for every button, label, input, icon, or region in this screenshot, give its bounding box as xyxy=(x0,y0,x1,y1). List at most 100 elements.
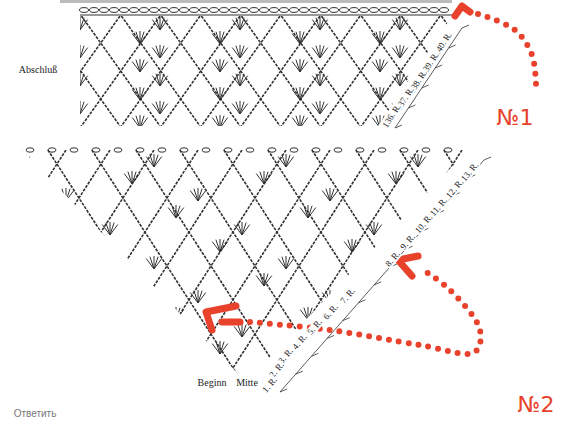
stitch-fan xyxy=(154,157,162,167)
chain-oval xyxy=(444,148,452,152)
stitch-fan xyxy=(374,225,382,235)
stitch-fan xyxy=(160,130,164,142)
stitch-fan xyxy=(154,359,158,371)
stitch-fan xyxy=(220,32,224,44)
stitch-fan xyxy=(502,325,506,337)
stitch-fan xyxy=(198,395,206,405)
stitch-fan xyxy=(460,115,461,128)
stitch-fan xyxy=(66,191,74,201)
stitch-fan xyxy=(84,342,88,354)
stitch-fan xyxy=(480,20,488,30)
stitch-fan xyxy=(320,102,324,114)
stitch-fan xyxy=(154,257,158,269)
stitch-fan xyxy=(320,46,324,58)
stitch-fan xyxy=(132,172,136,184)
stitch-fan xyxy=(176,206,180,218)
stitch-fan xyxy=(212,242,220,252)
chain-stitch xyxy=(201,16,280,126)
stitch-fan xyxy=(242,327,250,337)
stitch-fan xyxy=(132,62,140,72)
stitch-fan xyxy=(506,324,507,337)
stitch-fan xyxy=(292,118,300,128)
chain-oval xyxy=(356,148,364,152)
stitch-fan xyxy=(236,130,240,142)
stitch-fan xyxy=(452,62,460,72)
stitch-fan xyxy=(476,18,480,30)
stitch-fan xyxy=(304,206,308,218)
stitch-fan xyxy=(400,129,401,142)
stitch-fan xyxy=(22,155,26,167)
row-tick xyxy=(280,389,287,392)
stitch-fan xyxy=(400,48,408,58)
stitch-fan xyxy=(472,76,480,86)
stitch-fan xyxy=(460,60,464,72)
stitch-fan xyxy=(396,172,400,184)
chain-oval xyxy=(240,8,249,13)
stitch-fan xyxy=(480,130,484,142)
stitch-fan xyxy=(286,361,294,371)
stitch-fan xyxy=(380,60,384,72)
stitch-fan xyxy=(352,341,353,354)
stitch-fan xyxy=(44,308,48,320)
stitch-fan xyxy=(128,376,132,388)
stitch-fan xyxy=(154,259,162,269)
stitch-fan xyxy=(396,18,400,30)
chart-marks xyxy=(26,8,491,392)
stitch-fan xyxy=(18,257,22,269)
stitch-fan xyxy=(102,225,110,235)
stitch-fan xyxy=(300,310,308,320)
stitch-fan xyxy=(220,88,224,100)
stitch-fan xyxy=(312,132,320,142)
stitch-fan xyxy=(160,76,168,86)
chain-oval xyxy=(334,148,342,152)
stitch-fan xyxy=(136,88,140,100)
stitch-fan xyxy=(76,130,80,142)
stitch-fan xyxy=(352,240,356,252)
stitch-fan xyxy=(176,307,177,320)
stitch-fan xyxy=(296,60,300,72)
chain-oval xyxy=(120,8,129,13)
stitch-fan xyxy=(418,359,422,371)
chain-oval xyxy=(290,8,299,13)
chain-oval xyxy=(440,8,449,13)
stitch-fan xyxy=(220,342,224,354)
chain-stitch xyxy=(136,150,286,382)
stitch-fan xyxy=(156,130,160,142)
stitch-fan xyxy=(194,189,198,201)
chain-stitch xyxy=(241,16,320,126)
chain-stitch xyxy=(321,16,400,126)
stitch-fan xyxy=(300,60,304,72)
stitch-fan xyxy=(316,130,320,142)
stitch-fan xyxy=(410,361,418,371)
stitch-fan xyxy=(152,48,160,58)
stitch-fan xyxy=(400,132,408,142)
stitch-fan xyxy=(140,34,148,44)
stitch-fan xyxy=(388,378,396,388)
stitch-fan xyxy=(400,46,404,58)
chain-oval xyxy=(160,8,169,13)
stitch-fan xyxy=(132,378,140,388)
stitch-fan xyxy=(106,223,110,235)
stitch-fan xyxy=(320,74,324,86)
stitch-fan xyxy=(124,276,132,286)
stitch-fan xyxy=(80,48,88,58)
stitch-fan xyxy=(472,48,480,58)
stitch-fan xyxy=(316,46,320,58)
stitch-mesh xyxy=(0,16,560,142)
stitch-fan xyxy=(330,191,338,201)
stitch-fan xyxy=(480,101,481,114)
stitch-fan xyxy=(80,132,88,142)
stitch-fan xyxy=(22,257,26,269)
red-mark xyxy=(206,306,236,330)
stitch-fan xyxy=(322,395,330,405)
chain-oval xyxy=(210,8,219,13)
stitch-fan xyxy=(462,293,470,303)
stitch-fan xyxy=(498,327,506,337)
stitch-fan xyxy=(472,20,480,30)
stitch-fan xyxy=(392,274,396,286)
stitch-fan xyxy=(62,393,66,405)
stitch-fan xyxy=(80,344,88,354)
stitch-fan xyxy=(480,240,484,252)
chain-oval xyxy=(180,148,188,152)
